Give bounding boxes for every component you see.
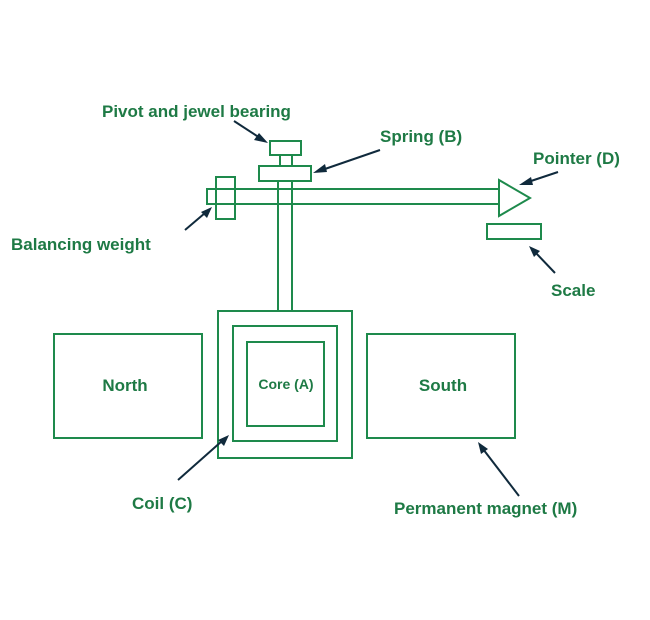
- label-coil: Coil (C): [132, 494, 192, 513]
- arrow-pointer: [519, 171, 559, 185]
- coil-inner: [232, 325, 338, 442]
- north-pole: [53, 333, 203, 439]
- pivot-bearing: [269, 140, 302, 156]
- core: [246, 341, 325, 427]
- arrow-scale: [529, 246, 556, 274]
- label-spring: Spring (B): [380, 127, 462, 146]
- spindle: [277, 180, 293, 312]
- arrow-magnet: [478, 442, 520, 497]
- label-core: Core (A): [258, 376, 313, 392]
- balancing-weight: [215, 176, 236, 220]
- pointer-shaft: [206, 188, 500, 205]
- arrow-spring: [313, 149, 381, 173]
- scale: [486, 223, 542, 240]
- spring: [258, 165, 312, 182]
- south-pole: [366, 333, 516, 439]
- label-balancing: Balancing weight: [11, 235, 151, 254]
- pivot-neck: [279, 154, 293, 167]
- label-magnet: Permanent magnet (M): [394, 499, 577, 518]
- label-pointer: Pointer (D): [533, 149, 620, 168]
- coil-outer: [217, 310, 353, 459]
- label-pivot: Pivot and jewel bearing: [102, 102, 291, 121]
- label-scale: Scale: [551, 281, 595, 300]
- label-south: South: [419, 376, 467, 395]
- pointer-head: [498, 178, 532, 218]
- arrow-coil: [177, 435, 229, 481]
- arrow-pivot: [233, 120, 268, 143]
- label-north: North: [102, 376, 147, 395]
- arrow-balancing: [184, 207, 212, 231]
